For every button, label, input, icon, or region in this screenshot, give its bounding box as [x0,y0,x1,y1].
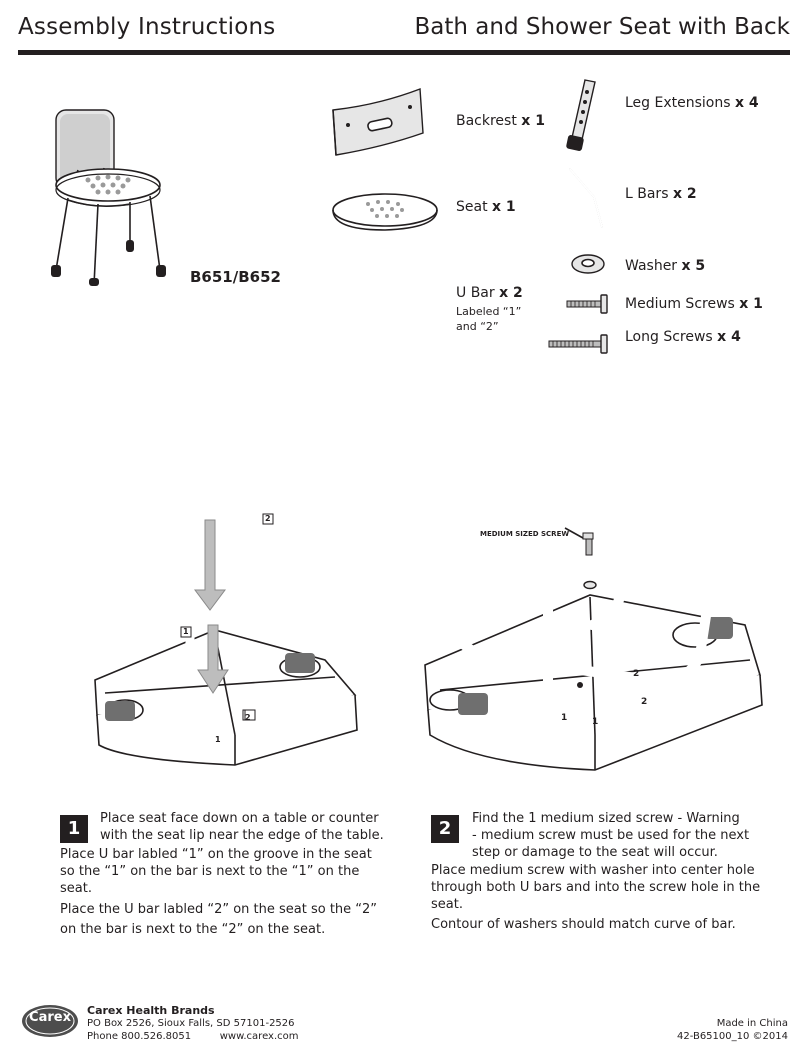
company-info: Carex Health Brands PO Box 2526, Sioux F… [87,1004,299,1042]
step-2-intro: Find the 1 medium sized screw - Warning … [472,811,750,860]
carex-logo: Carex [20,1003,80,1039]
step-2-illustration [424,440,763,771]
backrest-label: Backrest x 1 [456,113,545,129]
leg-extensions-label: Leg Extensions x 4 [625,95,759,111]
document-title: Assembly Instructions [18,14,276,40]
u-bar-note: Labeled “1”and “2” [456,305,522,333]
step-1-number: 1 [60,815,88,843]
step2-seat-1-tag: 1 [592,717,599,727]
backrest-part-illustration [332,88,424,156]
assembled-chair-illustration [51,109,166,286]
medium-screws-label: Medium Screws x 1 [625,296,763,312]
u-bar-part-illustration [330,272,436,348]
seat-label: Seat x 1 [456,199,516,215]
washer-label: Washer x 5 [625,258,706,274]
step2-bar-1-tag: 1 [561,713,568,723]
long-screws-label: Long Screws x 4 [625,329,741,345]
product-title: Bath and Shower Seat with Back [414,14,790,40]
header-rule [18,50,790,55]
l-bars-label: L Bars x 2 [625,186,697,202]
medium-screw-callout: MEDIUM SIZED SCREW [480,530,570,538]
long-screw-part-illustration [548,334,608,354]
seat-part-illustration [332,193,438,231]
step-2-body: Place medium screw with washer into cent… [431,863,761,932]
step-2-number: 2 [431,815,459,843]
step2-seat-2-tag: 2 [633,669,640,679]
medium-screw-part-illustration [566,294,608,314]
step-1-illustration [94,379,358,766]
model-number: B651/B652 [190,268,281,286]
washer-part-illustration [571,254,605,274]
l-bar-part-illustration [569,168,603,228]
step-1-body: Place U bar labled “1” on the groove in … [60,847,378,937]
seat-1-tag: 1 [215,735,221,744]
logo-wordmark: Carex [29,1010,71,1025]
document-code: Made in China 42-B65100_10 ©2014 [676,1018,788,1042]
step-1-intro: Place seat face down on a table or count… [100,811,384,843]
step2-bar-2-tag: 2 [641,697,648,707]
leg-extension-part-illustration [566,79,596,151]
seat-2-tag: 2 [245,713,251,722]
bar-2-tag: 2 [265,514,271,523]
u-bar-label: U Bar x 2 [456,285,523,301]
bar-1-tag: 1 [183,627,189,636]
